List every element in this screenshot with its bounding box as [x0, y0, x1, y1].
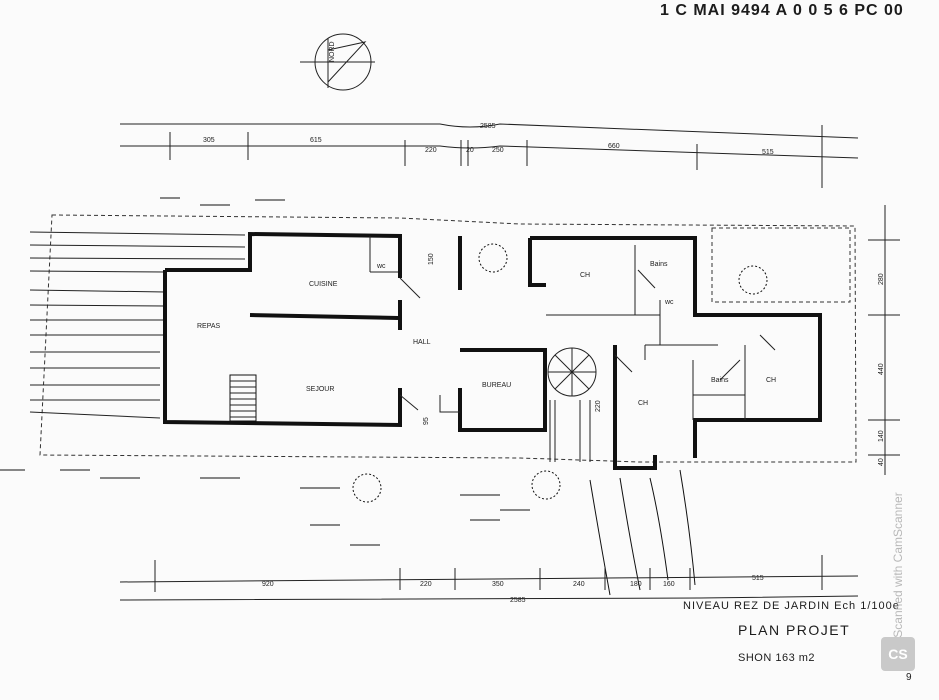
room-label-bureau: BUREAU: [482, 382, 511, 389]
bottom-dimension-line: 920 220 350 240 180 160 515 2585: [119, 555, 859, 604]
page-number: 9: [906, 672, 912, 683]
interior-dim-0: 150: [428, 253, 435, 265]
title-plan: PLAN PROJET: [738, 622, 851, 638]
top-dim-2: 220: [425, 147, 437, 154]
interior-dimensions: 150 95 220: [423, 253, 602, 425]
room-label-bains1: Bains: [650, 261, 668, 268]
fireplace: [229, 374, 257, 422]
scanner-watermark: Scanned with CamScanner CS: [878, 492, 918, 675]
bottom-dim-1: 220: [420, 581, 432, 588]
scanner-watermark-text: Scanned with CamScanner: [891, 492, 905, 638]
room-label-ch3: CH: [766, 377, 776, 384]
room-label-hall: HALL: [413, 339, 431, 346]
top-dim-5: 660: [608, 143, 620, 150]
top-dimension-line: 2585 305 615 220 20 250 660 515: [120, 123, 859, 188]
room-labels: CUISINE wc REPAS SEJOUR HALL BUREAU CH B…: [197, 261, 776, 407]
right-dim-1: 440: [878, 363, 885, 375]
interior-dim-1: 95: [423, 417, 430, 425]
title-level: NIVEAU REZ DE JARDIN Ech 1/100e: [683, 600, 900, 612]
spiral-stair: [547, 347, 597, 462]
right-dimension-line: 280 440 140 40: [868, 205, 900, 475]
compass: NORD: [300, 33, 375, 91]
bottom-dim-0: 920: [262, 581, 274, 588]
right-dim-3: 40: [878, 458, 885, 466]
top-dim-0: 305: [203, 137, 215, 144]
top-dim-3: 20: [466, 147, 474, 154]
doors: [399, 269, 776, 413]
right-dim-0: 280: [878, 273, 885, 285]
bottom-dim-3: 240: [573, 581, 585, 588]
top-total-dimension: 2585: [480, 123, 496, 130]
top-dim-4: 250: [492, 147, 504, 154]
walls: [163, 231, 822, 470]
top-dim-1: 615: [310, 137, 322, 144]
room-label-ch1: CH: [580, 272, 590, 279]
title-surface: SHON 163 m2: [738, 652, 816, 664]
right-dim-2: 140: [878, 430, 885, 442]
bottom-dim-2: 350: [492, 581, 504, 588]
terrace-outline: [29, 214, 857, 463]
room-label-ch2: CH: [638, 400, 648, 407]
top-dim-6: 515: [762, 149, 774, 156]
room-label-bains2: Bains: [711, 377, 729, 384]
interior-dim-2: 220: [595, 400, 602, 412]
room-label-wc1: wc: [376, 263, 386, 270]
compass-label: NORD: [329, 41, 336, 62]
room-label-repas: REPAS: [197, 323, 221, 330]
room-label-wc2: wc: [664, 299, 674, 306]
room-label-sejour: SEJOUR: [306, 386, 334, 393]
bottom-dim-5: 160: [663, 581, 675, 588]
document-stamp: 1 C MAI 9494 A 0 0 5 6 PC 00: [660, 2, 904, 19]
scanner-logo-icon: CS: [881, 637, 915, 671]
room-label-cuisine: CUISINE: [309, 281, 338, 288]
vegetation: [0, 197, 768, 596]
bottom-dim-6: 515: [752, 575, 764, 582]
bottom-dim-4: 180: [630, 581, 642, 588]
bottom-total-dimension: 2585: [510, 597, 526, 604]
